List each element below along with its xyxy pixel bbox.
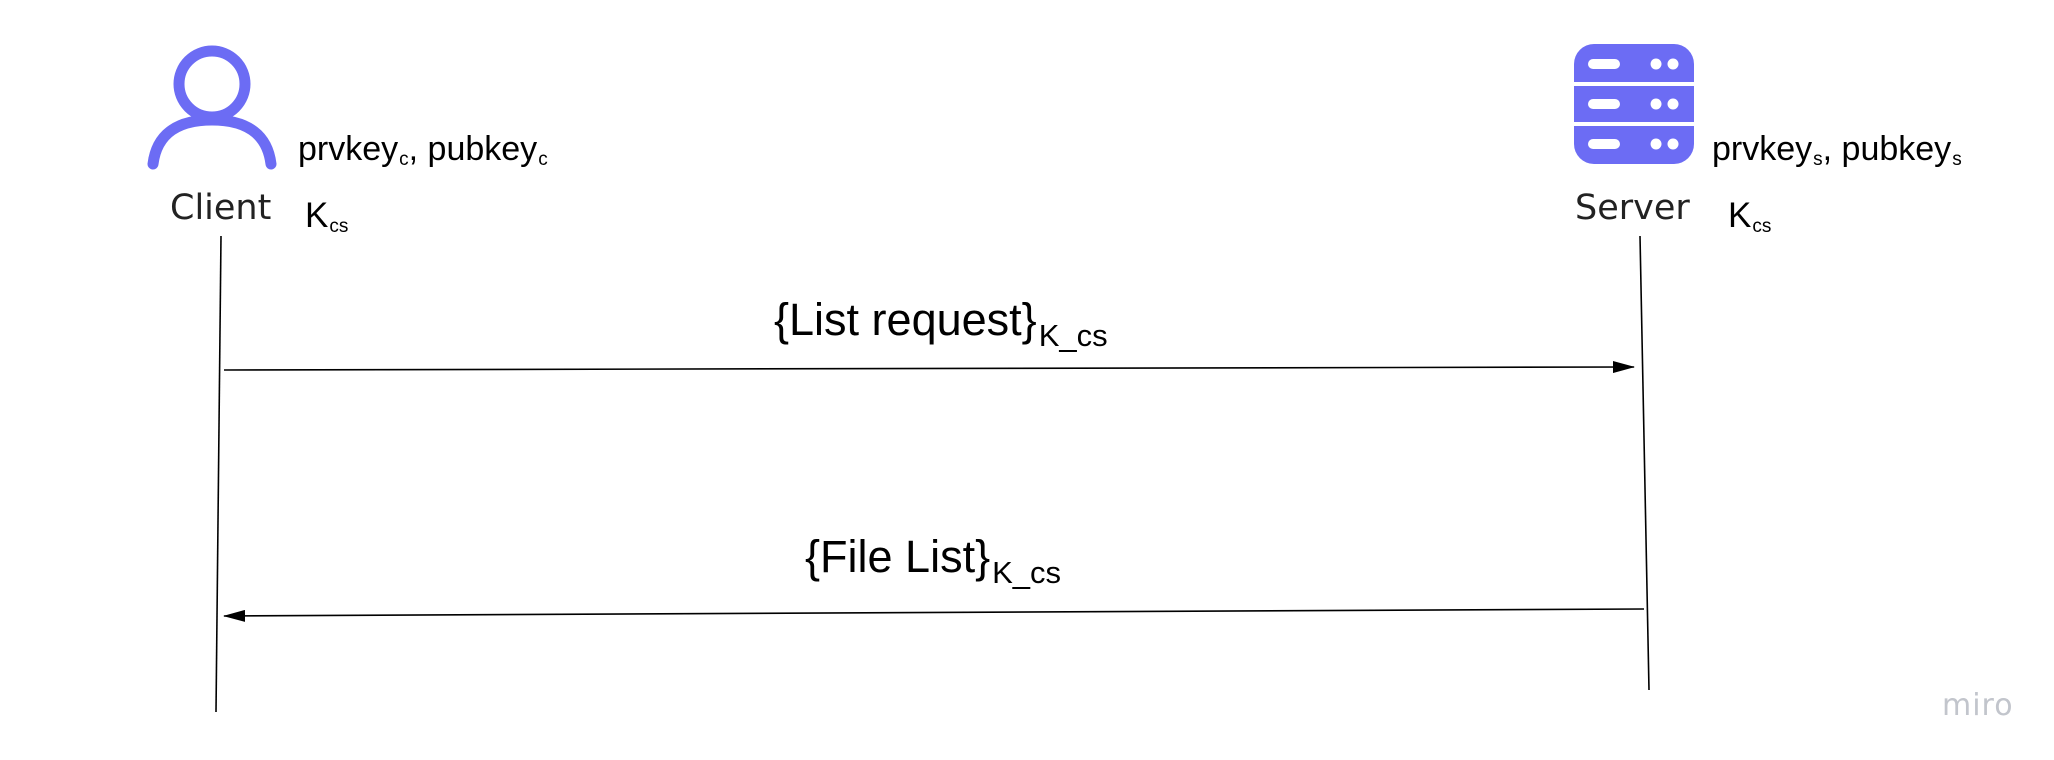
- server-lifeline: [1639, 235, 1650, 691]
- server-session-key: Kcs: [1728, 196, 1771, 236]
- list-request-text: {List request}: [774, 294, 1037, 345]
- client-keypair-separator: ,: [408, 130, 428, 168]
- client-private-key-subscript: c: [399, 149, 409, 170]
- server-icon: [1574, 44, 1694, 164]
- server-session-key-subscript: cs: [1752, 216, 1772, 237]
- miro-watermark: miro: [1942, 688, 2014, 723]
- server-keypair: prvkeys, pubkeys: [1712, 130, 1962, 169]
- client-private-key: prvkey: [298, 130, 399, 168]
- file-list-text: {File List}: [805, 531, 991, 582]
- list-request-key-subscript: K_cs: [1038, 318, 1108, 353]
- server-public-key: pubkey: [1841, 130, 1952, 168]
- server-keypair-separator: ,: [1822, 130, 1842, 168]
- client-label: Client: [170, 188, 272, 228]
- server-public-key-subscript: s: [1952, 149, 1962, 170]
- file-list-message: {File List}K_cs: [805, 531, 1061, 588]
- client-lifeline: [215, 235, 222, 713]
- list-request-message: {List request}K_cs: [774, 294, 1108, 351]
- server-session-key-base: K: [1728, 196, 1752, 235]
- client-public-key-subscript: c: [538, 149, 548, 170]
- client-session-key-base: K: [305, 196, 329, 235]
- file-list-arrow: [223, 608, 1645, 622]
- user-icon: [147, 45, 277, 170]
- client-public-key: pubkey: [427, 130, 538, 168]
- client-keypair: prvkeyc, pubkeyc: [298, 130, 548, 169]
- file-list-key-subscript: K_cs: [992, 555, 1062, 590]
- server-private-key-subscript: s: [1813, 149, 1823, 170]
- server-label: Server: [1575, 188, 1690, 228]
- list-request-arrow: [223, 361, 1635, 374]
- server-private-key: prvkey: [1712, 130, 1813, 168]
- client-session-key: Kcs: [305, 196, 348, 236]
- client-session-key-subscript: cs: [329, 216, 349, 237]
